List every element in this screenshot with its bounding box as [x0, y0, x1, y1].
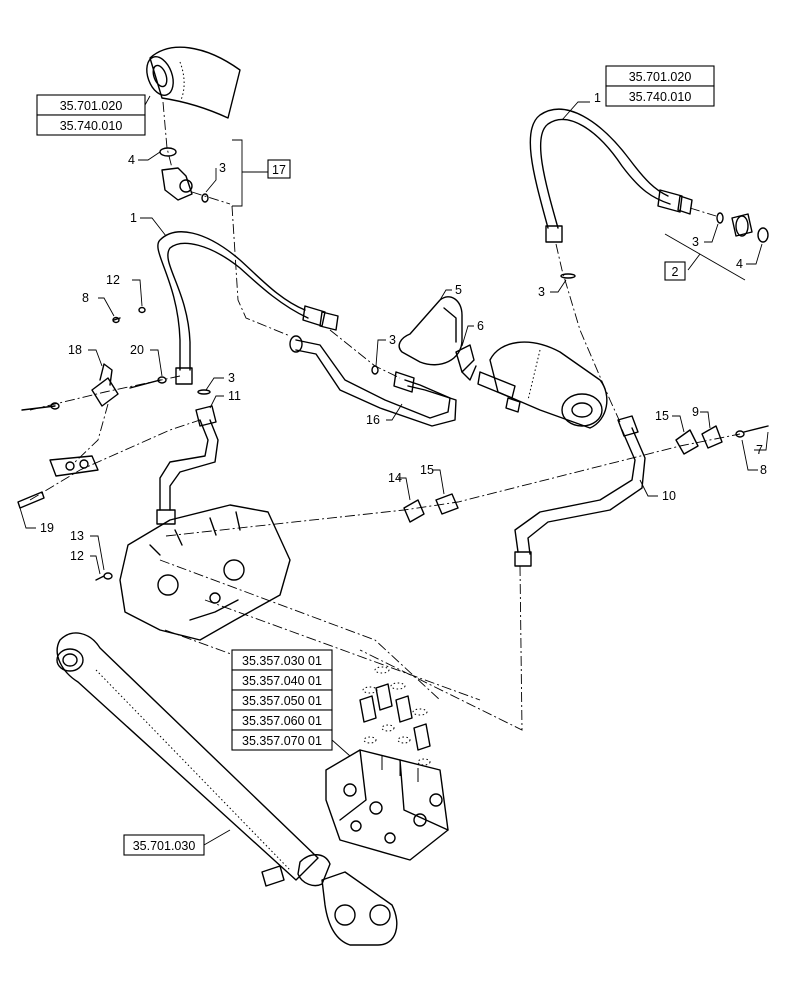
ref-top-left-2[interactable]: 35.740.010 [60, 119, 123, 133]
callout-1-mid: 1 [130, 211, 137, 225]
callout-3-right-a: 3 [692, 235, 699, 249]
ref-top-right-2[interactable]: 35.740.010 [629, 90, 692, 104]
elbow-fitting-group [159, 101, 231, 205]
callout-4-top-left: 4 [128, 153, 135, 167]
mounting-plate [119, 504, 291, 641]
control-valve [325, 749, 449, 861]
callout-4-right: 4 [736, 257, 743, 271]
cylinder-port-stub-left [146, 46, 241, 119]
clamp-5 [398, 296, 463, 366]
long-hydraulic-cylinder [56, 632, 398, 946]
callout-7: 7 [756, 443, 763, 457]
callout-11: 11 [228, 389, 241, 403]
reference-box-valve: 35.357.030 01 35.357.040 01 35.357.050 0… [231, 649, 351, 757]
callout-5: 5 [455, 283, 462, 297]
clamps-right [675, 425, 769, 455]
kit-box-17: 17 [267, 159, 291, 179]
callout-16: 16 [366, 413, 380, 427]
ref-valve-3[interactable]: 35.357.050 01 [242, 694, 322, 708]
tube-11 [156, 389, 219, 525]
callout-15-right: 15 [655, 409, 669, 423]
reference-box-top-right: 35.701.020 35.740.010 [605, 65, 715, 107]
clamps-center [403, 493, 459, 523]
callout-20: 20 [130, 343, 144, 357]
callout-14: 14 [388, 471, 402, 485]
ref-valve-5[interactable]: 35.357.070 01 [242, 734, 322, 748]
callout-10: 10 [662, 489, 676, 503]
callout-13: 13 [70, 529, 84, 543]
callout-15-center: 15 [420, 463, 434, 477]
callout-8-left: 8 [82, 291, 89, 305]
reference-box-cylinder: 35.701.030 [123, 829, 231, 856]
ref-cylinder[interactable]: 35.701.030 [133, 839, 196, 853]
ref-valve-4[interactable]: 35.357.060 01 [242, 714, 322, 728]
ref-valve-2[interactable]: 35.357.040 01 [242, 674, 322, 688]
callout-1-top-right: 1 [594, 91, 601, 105]
hose-assembly-middle [157, 231, 339, 385]
valve-cartridges [359, 666, 431, 766]
ref-valve-1[interactable]: 35.357.030 01 [242, 654, 322, 668]
callout-3-right-b: 3 [538, 285, 545, 299]
steering-cylinder [477, 341, 608, 429]
bolt-13 [95, 572, 113, 581]
tube-10 [514, 415, 646, 567]
ref-top-left-1[interactable]: 35.701.020 [60, 99, 123, 113]
callout-3-center: 3 [389, 333, 396, 347]
callout-18: 18 [68, 343, 82, 357]
callout-9: 9 [692, 405, 699, 419]
o-ring-right-b [560, 273, 576, 279]
callout-8-right: 8 [760, 463, 767, 477]
callout-12-upper: 12 [106, 273, 120, 287]
kit-box-2: 2 [664, 261, 686, 281]
adapter-fitting-right [689, 207, 769, 243]
callout-3-mid: 3 [228, 371, 235, 385]
hose-assembly-top-right [529, 108, 693, 243]
callouts: 1 4 3 1 12 8 18 20 3 11 19 13 12 [19, 91, 769, 575]
clamp-bracket-left [17, 306, 201, 509]
callout-3-top-left: 3 [219, 161, 226, 175]
reference-box-top-left: 35.701.020 35.740.010 [36, 94, 151, 136]
kit-17-label[interactable]: 17 [272, 163, 286, 177]
block-6 [455, 344, 477, 381]
callout-6: 6 [477, 319, 484, 333]
callout-19: 19 [40, 521, 54, 535]
bent-pipe-16 [289, 335, 457, 427]
callout-12-lower: 12 [70, 549, 84, 563]
ref-top-right-1[interactable]: 35.701.020 [629, 70, 692, 84]
kit-2-label[interactable]: 2 [672, 265, 679, 279]
